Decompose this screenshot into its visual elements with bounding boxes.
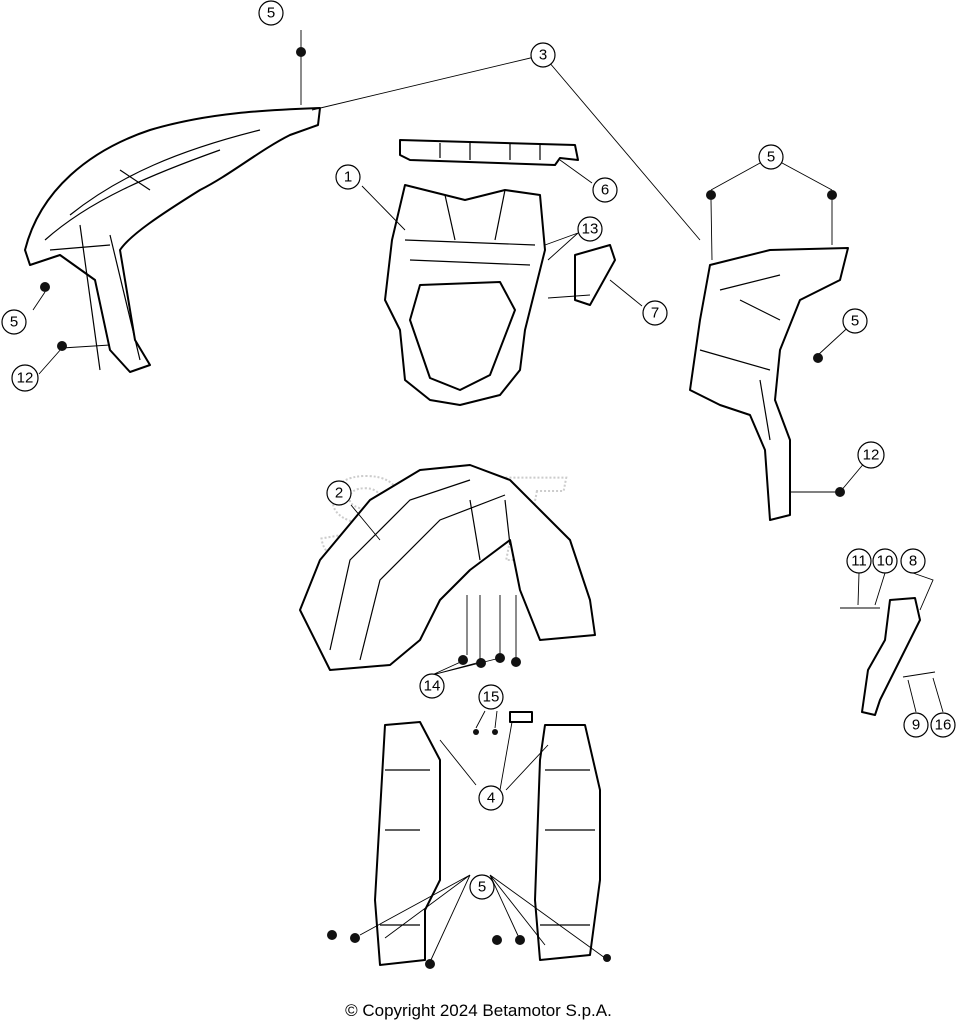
- svg-text:8: 8: [909, 553, 917, 570]
- callout-9: 9: [903, 712, 929, 738]
- part-fork-guards: [327, 710, 611, 969]
- callout-4: 4: [478, 785, 504, 811]
- part-right-side-panel: [689, 156, 872, 521]
- svg-text:16: 16: [935, 717, 952, 734]
- callout-1: 1: [335, 164, 361, 190]
- callout-5: 5: [842, 308, 868, 334]
- part-bracket: [840, 572, 944, 716]
- svg-text:12: 12: [17, 370, 34, 387]
- callout-6: 6: [592, 177, 618, 203]
- svg-text:10: 10: [877, 553, 894, 570]
- part-front-fender: [299, 464, 596, 676]
- callout-13: 13: [577, 216, 603, 242]
- svg-text:5: 5: [478, 879, 486, 896]
- callout-5: 5: [469, 874, 495, 900]
- svg-text:14: 14: [424, 678, 441, 695]
- svg-text:2: 2: [335, 485, 343, 502]
- callout-5: 5: [258, 0, 284, 26]
- callout-2: 2: [326, 480, 352, 506]
- callout-12: 12: [11, 364, 39, 392]
- svg-text:1: 1: [344, 169, 352, 186]
- svg-text:5: 5: [767, 149, 775, 166]
- svg-text:12: 12: [863, 447, 880, 464]
- callout-16: 16: [930, 712, 956, 738]
- svg-text:4: 4: [487, 790, 495, 807]
- svg-text:6: 6: [601, 182, 609, 199]
- part-left-side-panel: [24, 30, 701, 375]
- callout-15: 15: [478, 684, 504, 710]
- svg-text:5: 5: [267, 5, 275, 22]
- callout-8: 8: [900, 548, 926, 574]
- svg-text:5: 5: [851, 313, 859, 330]
- svg-text:3: 3: [539, 47, 547, 64]
- svg-text:9: 9: [912, 717, 920, 734]
- callout-3: 3: [530, 42, 556, 68]
- svg-text:7: 7: [651, 305, 659, 322]
- svg-text:11: 11: [851, 553, 867, 570]
- callout-11: 11: [846, 548, 872, 574]
- callout-12: 12: [857, 441, 885, 469]
- callout-5: 5: [1, 309, 27, 335]
- callout-7: 7: [642, 300, 668, 326]
- part-headlight-bracket: [399, 139, 593, 184]
- copyright-text: © Copyright 2024 Betamotor S.p.A.: [345, 1001, 612, 1020]
- part-headlight-mask: [361, 184, 643, 406]
- callout-14: 14: [419, 673, 445, 699]
- svg-text:13: 13: [582, 221, 599, 238]
- callout-5: 5: [758, 144, 784, 170]
- svg-text:5: 5: [10, 314, 18, 331]
- callout-10: 10: [872, 548, 898, 574]
- svg-text:15: 15: [483, 689, 500, 706]
